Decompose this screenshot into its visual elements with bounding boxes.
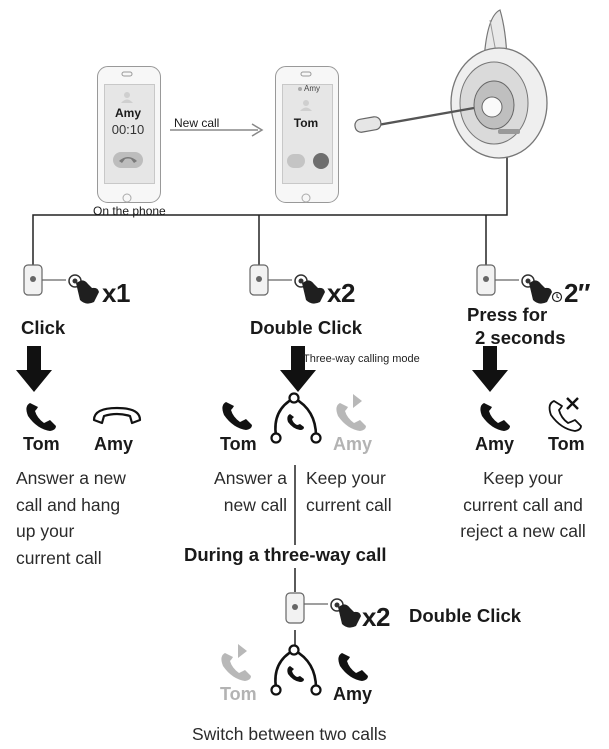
phone1-call-timer: 00:10 [111,122,145,137]
branch2-left-name: Tom [220,434,257,454]
branch2-right-name: Amy [333,434,373,454]
description-line: Answer a new [16,468,126,488]
phone1-caption: On the phone [93,204,166,218]
branch3-description: Keep your current call and reject a new … [444,465,602,545]
phone2-caller-name: Tom [293,116,319,130]
new-call-label: New call [174,116,220,130]
three-way-caption: Switch between two calls [192,724,387,744]
three-way-mode-label: Three-way calling mode [303,353,420,365]
click-count: x1 [102,278,130,308]
description-line: new call [223,494,287,515]
description-line: current call [16,547,102,568]
description-line: call and hang [16,494,121,515]
description-line: Keep your [306,468,386,488]
branch3-keep-name: Amy [475,434,515,454]
double-click-label: Double Click [250,317,363,338]
description-line: current call [306,494,392,515]
description-line: reject a new call [460,521,586,541]
phone1-caller-name: Amy [114,106,141,120]
three-way-right-name: Amy [333,684,373,704]
phone-on-call [97,66,161,203]
phone2-top-caller: Amy [304,84,320,93]
branch1-description: Answer a new call and hang up your curre… [16,465,176,571]
description-line: Keep your [483,468,563,488]
branch1-answer-name: Tom [23,434,60,454]
press-label-line1: Press for [467,304,548,325]
three-way-click-count: x2 [362,602,390,632]
branch3-reject-name: Tom [548,434,585,454]
press-label-line2: 2 seconds [475,327,566,348]
description-line: Answer a [214,468,287,488]
press-duration: 2″ [564,278,590,308]
branch2-description-right: Keep your current call [306,465,426,518]
branch1-hangup-name: Amy [94,434,134,454]
three-way-title: During a three-way call [184,544,387,565]
click-label: Click [21,317,66,338]
description-line: current call and [463,494,583,515]
branch2-description-left: Answer a new call [190,465,287,518]
description-line: up your [16,521,75,541]
three-way-left-name: Tom [220,684,257,704]
three-way-action: Double Click [409,605,522,626]
double-click-count: x2 [327,278,355,308]
